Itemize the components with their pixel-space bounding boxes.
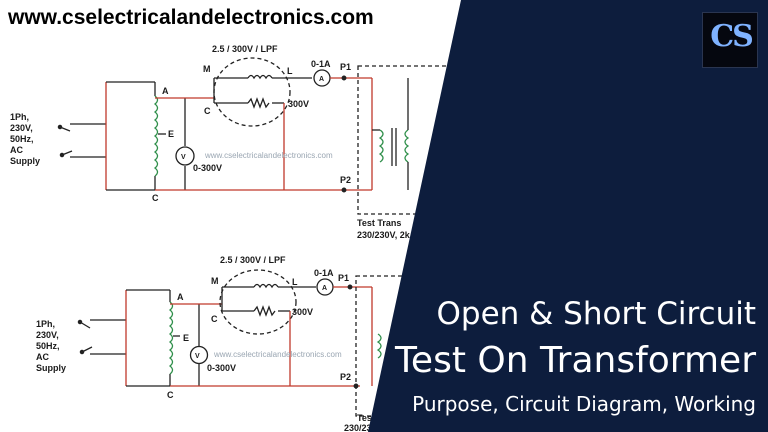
title-line-1: Open & Short Circuit (436, 296, 756, 332)
diagram-open-circuit-labels: 1Ph, 230V, 50Hz, AC Supply 2.5 / 300V / … (10, 44, 411, 240)
supply-line: 1Ph, (36, 319, 55, 329)
terminal-dot (57, 124, 63, 130)
terminal-a: A (177, 292, 184, 302)
test-transformer-label: Test Trans (357, 218, 401, 228)
wattmeter-boundary (219, 269, 297, 335)
supply-line: Supply (36, 363, 66, 373)
terminal-l: L (287, 66, 293, 76)
test-transformer-label: Test (357, 413, 375, 423)
ammeter-symbol: A (319, 76, 324, 83)
primary-winding (378, 129, 384, 163)
supply-line: AC (10, 145, 23, 155)
supply-line: AC (36, 352, 49, 362)
supply-line: 1Ph, (10, 112, 29, 122)
terminal-m: M (211, 276, 219, 286)
supply-line: Supply (10, 156, 40, 166)
terminal-e: E (183, 333, 189, 343)
diagram-short-circuit (77, 269, 417, 417)
primary-winding (376, 333, 382, 359)
supply-line: 50Hz, (10, 134, 34, 144)
test-transformer-boundary (357, 65, 451, 215)
title-line-2: Test On Transformer (395, 340, 756, 381)
current-coil (253, 283, 279, 289)
terminal-p1 (347, 284, 353, 290)
terminal-m: M (203, 64, 211, 74)
voltmeter-symbol: V (195, 353, 200, 360)
current-coil (247, 74, 273, 80)
terminal-dot (79, 349, 85, 355)
test-transformer-rating: 230/230V, 2k (357, 230, 411, 240)
test-transformer-rating: 230/23 (344, 423, 372, 432)
pressure-coil-rating: 300V (288, 99, 309, 109)
terminal-c: C (211, 314, 218, 324)
diagram-open-circuit (57, 57, 451, 215)
ammeter-symbol: A (322, 285, 327, 292)
terminal-e: E (168, 129, 174, 139)
voltmeter-symbol: V (181, 154, 186, 161)
supply-line: 230V, (10, 123, 33, 133)
wattmeter-rating: 2.5 / 300V / LPF (220, 255, 286, 265)
terminal-p2 (341, 187, 347, 193)
secondary-winding (404, 129, 410, 163)
website-url: www.cselectricalandelectronics.com (8, 6, 374, 29)
logo-text: CS (710, 19, 754, 54)
ammeter-range: 0-1A (314, 268, 334, 278)
voltmeter-range: 0-300V (193, 163, 222, 173)
terminal-c: C (204, 106, 211, 116)
pressure-coil-rating: 300V (292, 307, 313, 317)
diagram-short-circuit-labels: 1Ph, 230V, 50Hz, AC Supply 2.5 / 300V / … (36, 255, 375, 432)
supply-line: 230V, (36, 330, 59, 340)
autotransformer-coil (168, 301, 174, 375)
pressure-coil-resistor (247, 97, 270, 109)
wattmeter-boundary (213, 57, 291, 127)
voltmeter-range: 0-300V (207, 363, 236, 373)
ammeter-range: 0-1A (311, 59, 331, 69)
title-subtitle: Purpose, Circuit Diagram, Working (412, 392, 756, 416)
terminal-dot (59, 152, 65, 158)
terminal-a: A (162, 86, 169, 96)
terminal-c-bottom: C (152, 193, 159, 203)
voltmeter (189, 345, 209, 365)
watermark: www.cselectricalandelectronics.com (213, 350, 342, 359)
terminal-p2-label: P2 (340, 175, 351, 185)
terminal-c-bottom: C (167, 390, 174, 400)
title-panel (368, 0, 768, 432)
wattmeter-rating: 2.5 / 300V / LPF (212, 44, 278, 54)
pressure-coil-resistor (253, 305, 276, 317)
terminal-l: L (292, 277, 298, 287)
terminal-dot (77, 319, 83, 325)
terminal-p1-label: P1 (340, 62, 351, 72)
voltmeter (175, 146, 195, 166)
terminal-p1 (341, 75, 347, 81)
terminal-p2-label: P2 (340, 372, 351, 382)
logo: CS (702, 12, 758, 68)
supply-line: 50Hz, (36, 341, 60, 351)
terminal-p1-label: P1 (338, 273, 349, 283)
autotransformer-coil (153, 95, 159, 177)
watermark: www.cselectricalandelectronics.com (204, 151, 333, 160)
